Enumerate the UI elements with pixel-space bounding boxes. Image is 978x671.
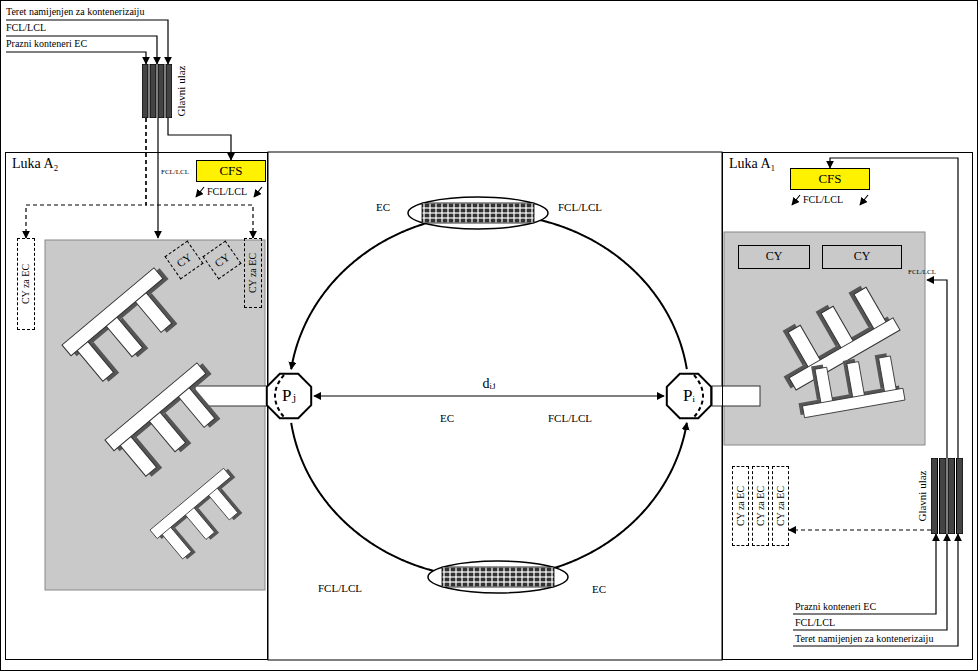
pier-right: [712, 280, 905, 419]
route-dashes: [694, 375, 703, 417]
illustration-part: [792, 195, 800, 205]
flow-label: FCL/LCL: [908, 268, 936, 277]
port-node: Pᵢ: [664, 371, 714, 421]
illustration-part: [150, 466, 256, 565]
flow-label: EC: [376, 201, 390, 214]
gate-bar: [931, 458, 938, 534]
gate-bar: [957, 458, 964, 534]
ship: [428, 561, 568, 593]
illustration-part: [105, 360, 237, 484]
node-label: CY: [212, 250, 232, 269]
cy-box: CY: [738, 245, 810, 269]
node-label: Pᵢ: [683, 386, 695, 406]
pier-left: [62, 265, 267, 565]
illustration-part: [6, 20, 168, 64]
gate-bar: [166, 64, 172, 118]
node-label: CFS: [818, 172, 841, 187]
gate-bars: [931, 458, 963, 534]
flow-label: Teret namijenjen za kontenerizaiju: [6, 6, 144, 18]
node-label: CFS: [219, 164, 242, 179]
node-label: CY: [174, 250, 194, 269]
flow-arrow: [789, 529, 931, 530]
main-gate: Glavni ulaz: [931, 458, 963, 534]
illustration-part: [6, 36, 157, 64]
flow-arrow: [314, 395, 664, 396]
cy-box: CY: [203, 241, 242, 280]
octagon-outline: [667, 374, 711, 418]
node-label: CY za EC: [755, 486, 767, 526]
gate-bar: [940, 458, 947, 534]
node-label: CY: [766, 250, 783, 264]
cy-box: CY: [165, 241, 204, 280]
gate-bar: [150, 64, 156, 118]
illustration-part: [793, 534, 947, 630]
illustration-part: [793, 534, 958, 646]
flow-label: FCL/LCL: [318, 582, 362, 595]
node-label: CY za EC: [735, 486, 747, 526]
terminal-area: [45, 240, 265, 590]
flow-label: FCL/LCL: [6, 22, 46, 34]
cy-ec-box: CY za EC: [732, 466, 749, 546]
node-label: Pⱼ: [282, 386, 296, 406]
cfs-box: CFS: [196, 160, 266, 182]
illustration-part: [860, 195, 868, 205]
cy-ec-box: CY za EC: [752, 466, 769, 546]
flow-arrow: [291, 423, 687, 578]
node-label: CY: [854, 250, 871, 264]
cy-box: CY: [822, 245, 902, 269]
cy-ec-box: CY za EC: [244, 238, 262, 308]
flow-label: FCL/LCL: [795, 617, 835, 629]
flow-label: Teret namijenjen za kontenerizaiju: [795, 633, 933, 645]
flow-label: FCL/LCL: [548, 412, 592, 425]
node-label: Luka A₂: [12, 156, 58, 172]
flow-label: FCL/LCL: [161, 168, 189, 177]
main-gate: Glavni ulaz: [142, 64, 172, 118]
illustration-part: [6, 52, 146, 64]
flow-label: FCL/LCL: [207, 186, 247, 198]
gate-bar: [948, 458, 955, 534]
port-panel: Luka A₁ CFS CY CY CY za EC CY za EC CY za EC: [722, 152, 973, 660]
flow-arrow: [168, 118, 231, 160]
node-label: CY za EC: [20, 264, 32, 304]
illustration-part: [62, 265, 194, 389]
port-node: Pⱼ: [264, 371, 314, 421]
flow-label: EC: [440, 412, 454, 425]
illustration-part: [793, 534, 936, 614]
flow-label: EC: [592, 583, 606, 596]
cfs-box: CFS: [790, 168, 870, 190]
flow-lines: [6, 20, 958, 646]
gate-bars: [142, 64, 172, 118]
node-label: Luka A₁: [729, 156, 775, 172]
illustration-part: [254, 187, 262, 197]
gate-bar: [158, 64, 164, 118]
illustration-part: [196, 187, 204, 197]
flow-arrow: [26, 118, 146, 238]
illustration-part: [157, 118, 158, 238]
node-label: Glavni ulaz: [175, 65, 188, 116]
terminal-area: [724, 232, 925, 445]
flow-label: Prazni konteneri EC: [6, 38, 87, 50]
illustration-part: [712, 386, 760, 406]
node-label: CY za EC: [247, 253, 259, 293]
gate-bar: [142, 64, 148, 118]
flow-label: FCL/LCL: [803, 194, 843, 206]
port-panel: Luka A₂ CFS CY CY CY za EC CY za EC: [5, 152, 268, 660]
node-label: CY za EC: [775, 486, 787, 526]
octagon-outline: [267, 374, 311, 418]
sea-panel: [268, 152, 722, 660]
illustration-part: [793, 351, 905, 418]
illustration-part: [927, 280, 947, 458]
ship: [408, 197, 548, 229]
flow-label: FCL/LCL: [558, 201, 602, 214]
flow-arrow: [291, 214, 687, 369]
edge-label: dᵢⱼ: [481, 375, 498, 392]
node-label: Glavni ulaz: [916, 470, 929, 521]
cy-ec-box: CY za EC: [17, 238, 35, 330]
cy-ec-box: CY za EC: [772, 466, 789, 546]
flow-label: Prazni konteneri EC: [795, 601, 876, 613]
